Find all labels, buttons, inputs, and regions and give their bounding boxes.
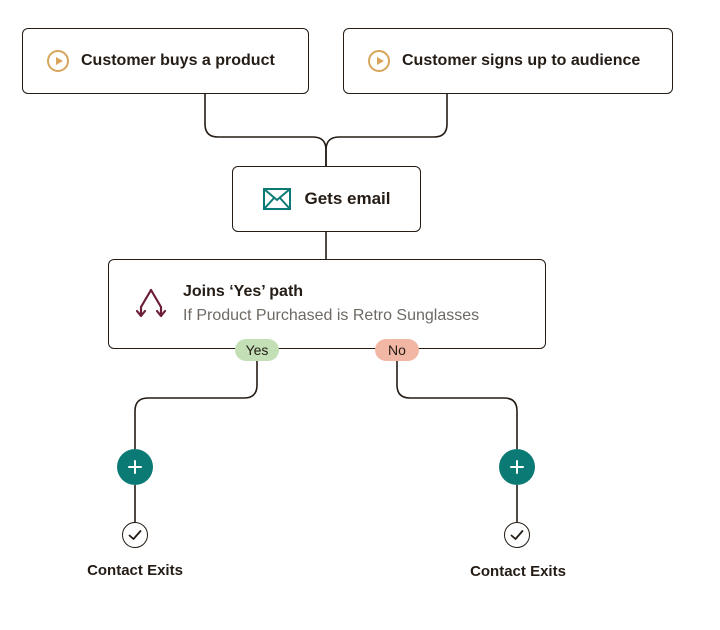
yes-path-badge[interactable]: Yes	[235, 339, 279, 361]
plus-icon	[128, 460, 142, 474]
trigger-customer-signs-up[interactable]: Customer signs up to audience	[343, 28, 673, 94]
branch-condition: If Product Purchased is Retro Sunglasses	[183, 307, 480, 324]
trigger-label: Customer buys a product	[81, 52, 275, 69]
branch-title: Joins ‘Yes’ path	[183, 283, 304, 300]
trigger-label: Customer signs up to audience	[402, 52, 641, 69]
add-step-button-yes[interactable]	[117, 449, 153, 485]
play-circle-icon	[368, 50, 390, 72]
connector-trigger-2	[325, 94, 448, 166]
exit-label-no: Contact Exits	[470, 563, 566, 580]
plus-icon	[510, 460, 524, 474]
connector-trigger-1	[204, 94, 327, 166]
split-path-icon	[135, 288, 167, 318]
exit-check-icon	[504, 522, 530, 548]
email-step-label: Gets email	[304, 189, 391, 208]
trigger-customer-buys[interactable]: Customer buys a product	[22, 28, 309, 94]
envelope-icon	[262, 188, 291, 210]
no-path-badge[interactable]: No	[375, 339, 419, 361]
exit-check-icon	[122, 522, 148, 548]
add-step-button-no[interactable]	[499, 449, 535, 485]
branch-step[interactable]: Joins ‘Yes’ path If Product Purchased is…	[108, 259, 546, 349]
email-step[interactable]: Gets email	[232, 166, 421, 232]
connector-no-path	[396, 360, 518, 449]
connector-yes-path	[134, 360, 258, 449]
exit-label-yes: Contact Exits	[87, 562, 183, 579]
play-circle-icon	[47, 50, 69, 72]
